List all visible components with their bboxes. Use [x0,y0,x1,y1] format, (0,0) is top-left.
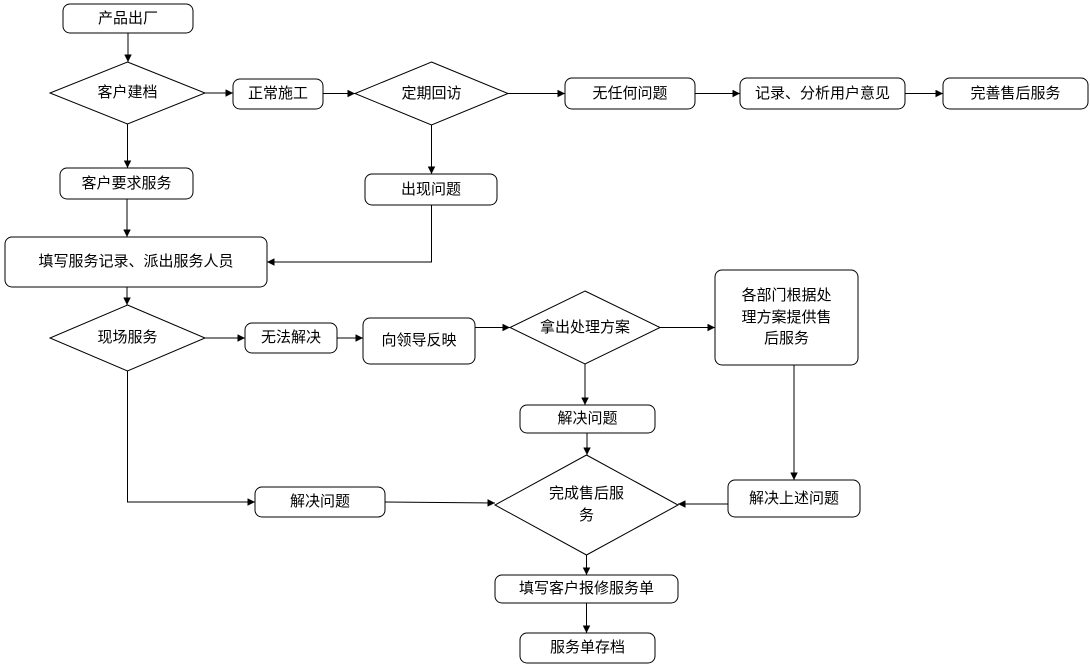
no-problem-shape [564,77,696,110]
connector-arrows [123,33,943,633]
fill-service-record-shape [4,236,268,288]
customer-request-service-shape [59,167,194,200]
cannot-solve-shape [244,322,338,354]
onsite-service-shape [48,304,207,372]
fill-repair-form-shape [494,574,679,604]
normal-construction-shape [232,78,324,110]
archive-form-shape [519,632,656,664]
complete-after-sales-shape [493,454,680,556]
solve-above-problems-shape [727,479,861,518]
record-analyze-opinions-shape [739,77,906,110]
customer-file-shape [48,61,207,125]
solve-problem-left-shape [254,486,386,518]
report-to-leader-shape [362,317,476,365]
product-ship-shape [62,3,194,34]
propose-solution-shape [508,290,662,365]
node-shapes [4,3,1089,664]
problem-occurs-shape [364,173,498,206]
dept-provide-service-shape [714,269,859,366]
periodic-visit-shape [353,61,510,126]
improve-after-sales-shape [942,77,1089,110]
solve-problem-mid-shape [519,404,656,434]
